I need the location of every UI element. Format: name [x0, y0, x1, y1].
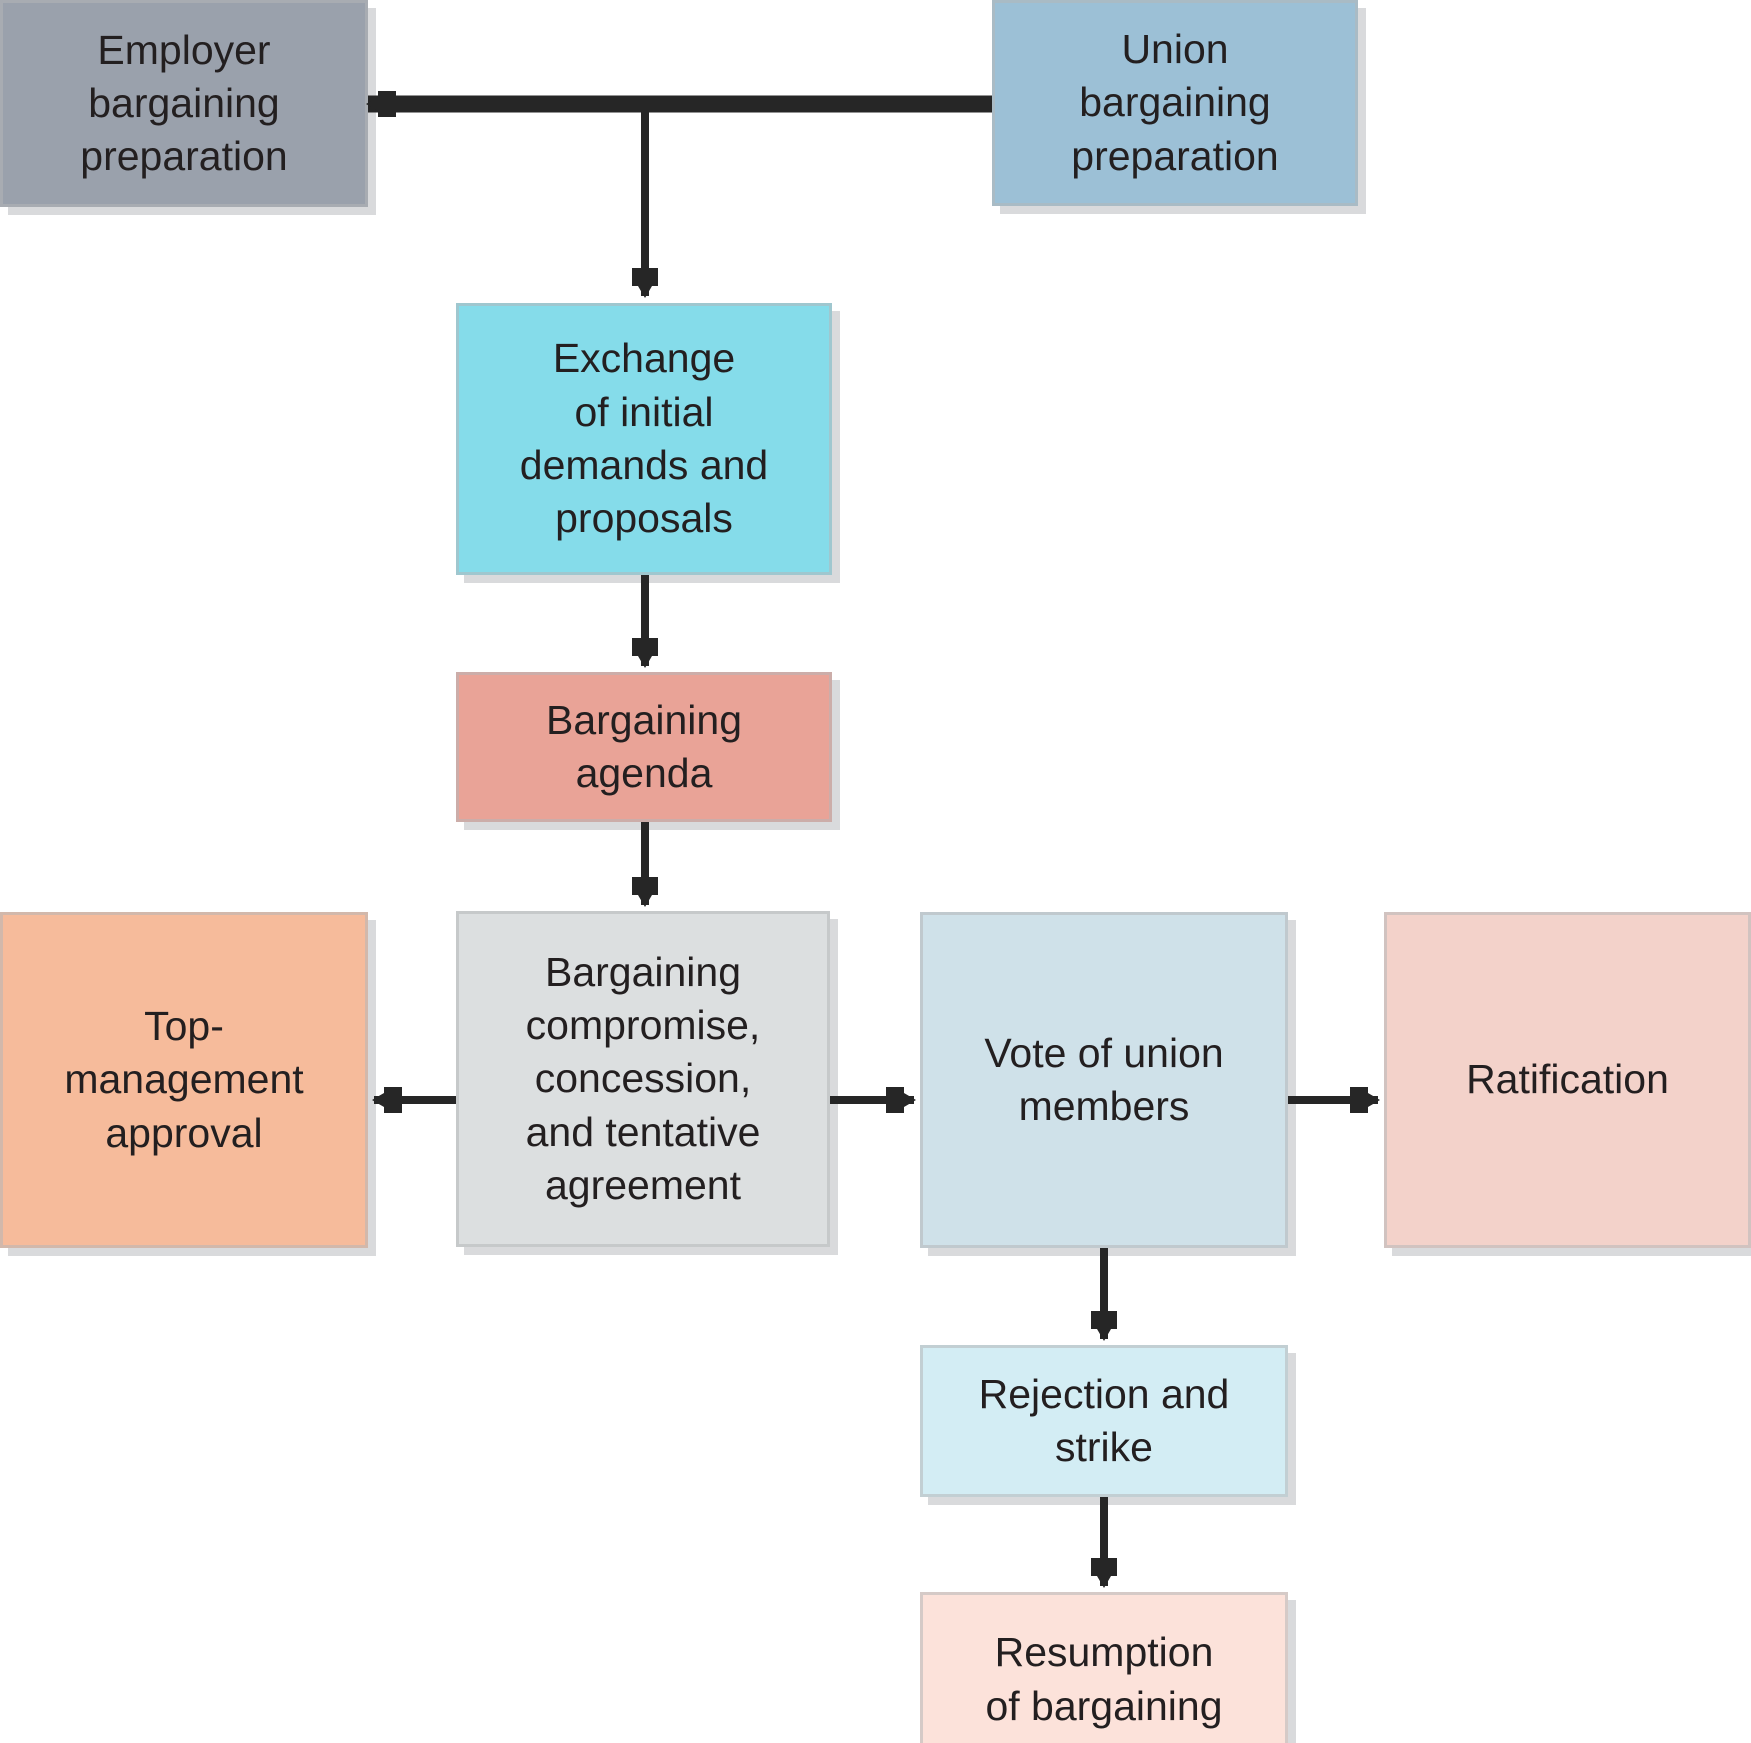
node-top-management-approval: Top- management approval	[0, 912, 368, 1248]
node-employer-bargaining-preparation: Employer bargaining preparation	[0, 0, 368, 207]
node-resumption-of-bargaining: Resumption of bargaining	[920, 1592, 1288, 1743]
node-bargaining-compromise-tentative-agreement: Bargaining compromise, concession, and t…	[456, 911, 830, 1247]
node-vote-of-union-members: Vote of union members	[920, 912, 1288, 1248]
node-bargaining-agenda: Bargaining agenda	[456, 672, 832, 822]
node-union-bargaining-preparation: Union bargaining preparation	[992, 0, 1358, 206]
node-ratification: Ratification	[1384, 912, 1751, 1248]
node-rejection-and-strike: Rejection and strike	[920, 1345, 1288, 1497]
node-exchange-of-initial-demands: Exchange of initial demands and proposal…	[456, 303, 832, 575]
